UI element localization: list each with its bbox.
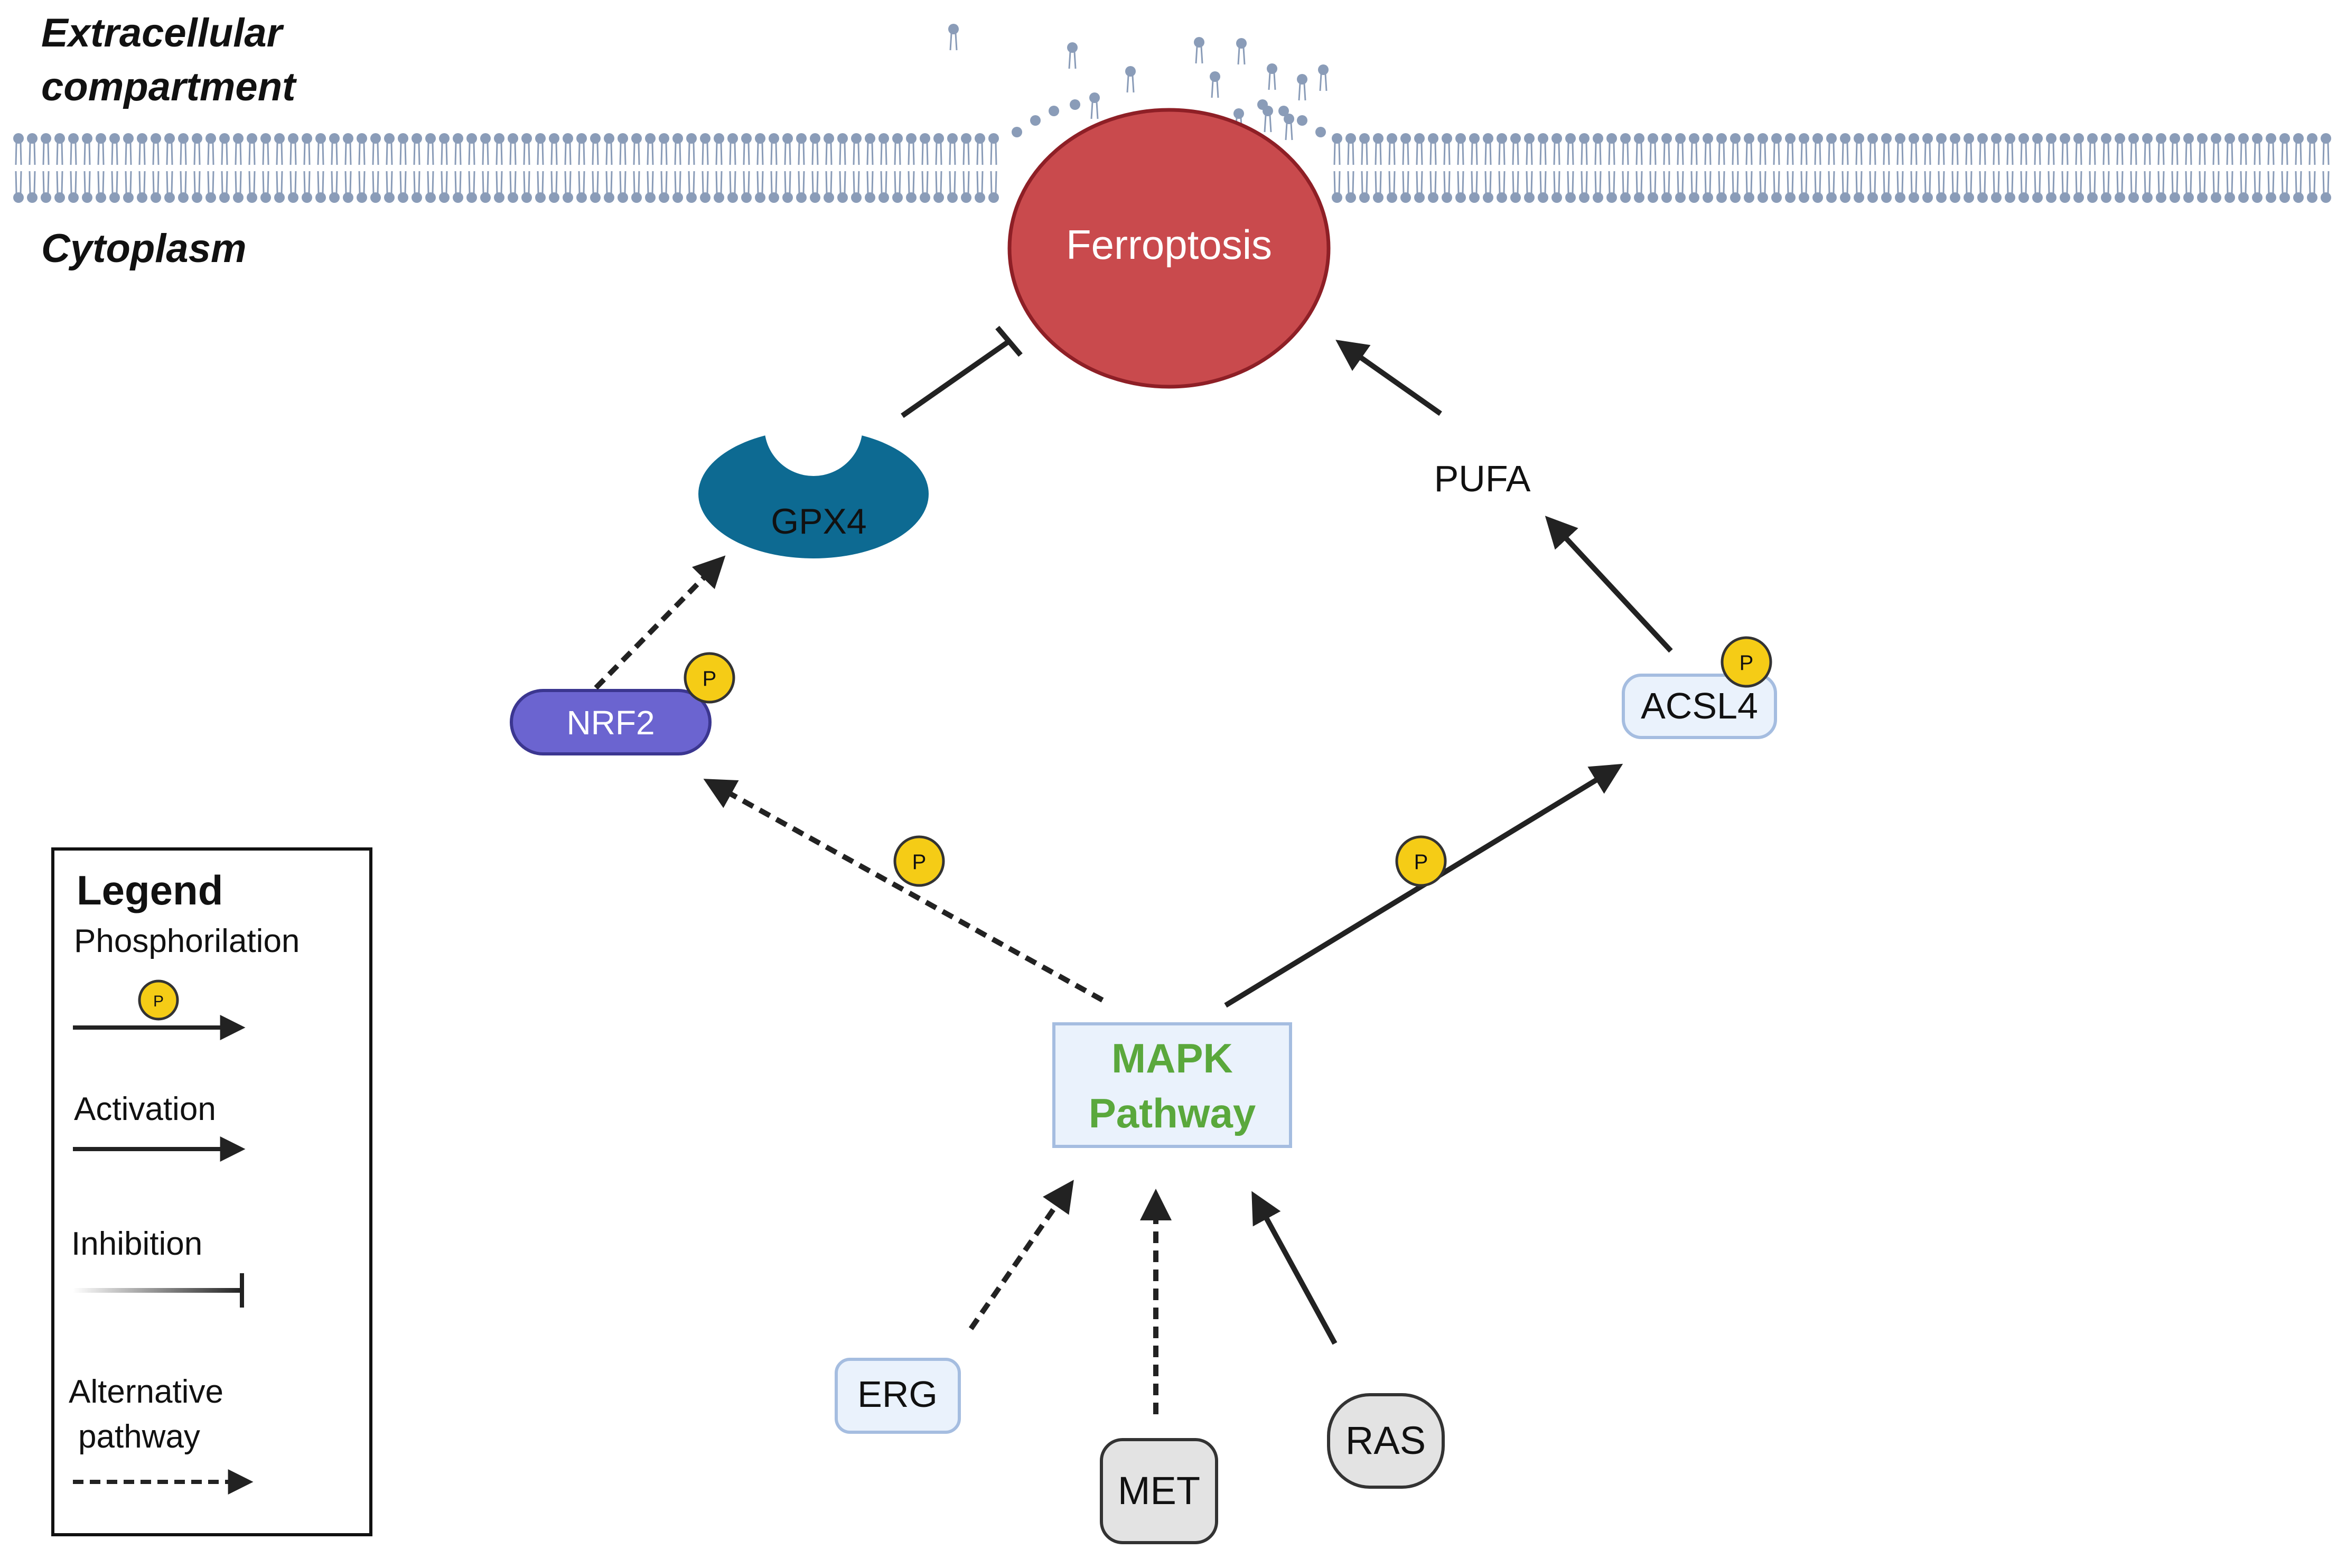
svg-text:P: P [1740,651,1754,675]
mapk-label-line1: MAPK [1111,1035,1233,1081]
acsl4-label: ACSL4 [1641,685,1758,726]
arrow-mapk-nrf2 [703,779,1104,1003]
svg-text:P: P [1414,851,1428,874]
legend: Legend Phosphorilation P Activation Inhi… [51,847,372,1536]
phospho-badge-nrf2: P [684,652,735,704]
erg-node: ERG [835,1358,961,1434]
inhibition-bar-ferroptosis [995,325,1023,357]
erg-label: ERG [857,1374,938,1415]
legend-frame [51,847,372,1536]
acsl4-node: ACSL4 [1622,674,1777,739]
ras-node: RAS [1327,1393,1445,1489]
cytoplasm-label: Cytoplasm [41,226,247,271]
ras-label: RAS [1345,1418,1426,1462]
legend-inhibition-line [73,1288,242,1293]
legend-alternative-label-line1: Alternative [69,1374,223,1410]
inhibition-gpx4-ferroptosis [901,339,1011,418]
legend-title: Legend [77,867,223,913]
pufa-label: PUFA [1434,458,1531,499]
nrf2-label: NRF2 [566,704,655,742]
mapk-pathway-node: MAPK Pathway [1052,1022,1292,1148]
legend-phospho-badge [138,979,179,1021]
legend-activation-label: Activation [74,1091,216,1127]
svg-text:P: P [703,667,717,690]
legend-inhibition-label: Inhibition [71,1226,202,1262]
svg-text:P: P [912,851,927,874]
extracellular-label-line1: Extracellular [41,11,285,55]
arrow-nrf2-gpx4 [594,555,726,690]
met-label: MET [1118,1469,1200,1513]
phospho-badge-mapk-acsl4: P [1395,835,1447,887]
phospho-badge-mapk-nrf2: P [893,835,945,887]
arrow-erg-mapk [968,1180,1074,1330]
arrow-ras-mapk [1251,1191,1338,1345]
arrow-pufa-ferroptosis [1335,340,1442,416]
ferroptosis-label: Ferroptosis [1066,221,1272,268]
svg-text:P: P [153,993,164,1010]
met-node: MET [1100,1438,1218,1544]
cell-membrane [13,24,2331,203]
gpx4-label: GPX4 [771,501,866,542]
gpx4-node: GPX4 [698,378,929,558]
nrf2-node: NRF2 [510,689,712,755]
arrow-acsl4-pufa [1545,516,1673,653]
legend-phosphorylation-label: Phosphorilation [74,923,300,959]
phospho-badge-acsl4: P [1721,636,1772,688]
extracellular-label-line2: compartment [41,64,297,109]
ferroptosis-node: Ferroptosis [1007,108,1331,389]
mapk-label-line2: Pathway [1089,1090,1256,1136]
legend-alternative-label-line2: pathway [78,1418,200,1455]
